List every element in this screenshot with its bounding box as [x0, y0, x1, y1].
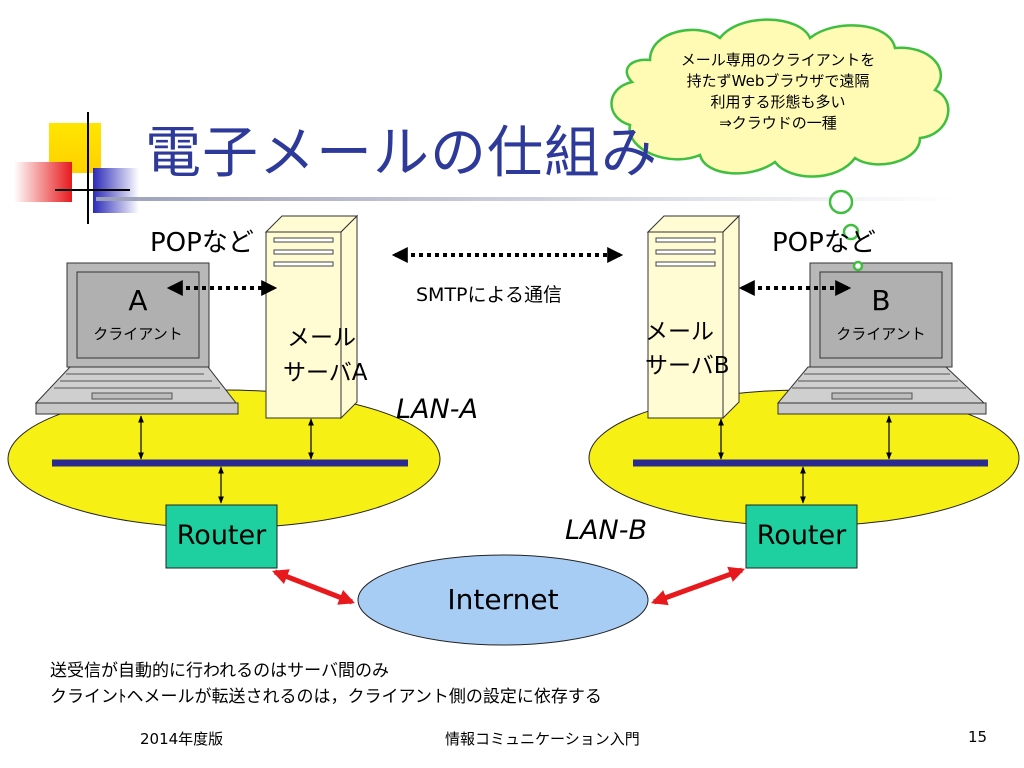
internet-cloud [357, 554, 649, 646]
lan-a-label: LAN-A [396, 394, 478, 425]
router-left-box [165, 504, 278, 569]
red-arrow-right [650, 566, 746, 606]
client-b-label: クライアント [836, 325, 926, 343]
thought-bubble-text: メール専用のクライアントを 持たずWebブラウザで遠隔 利用する形態も多い ⇒ク… [628, 50, 928, 134]
thought-bubble [610, 18, 950, 272]
server-b-label-line1: メール [645, 319, 714, 345]
server-a-icon [264, 214, 359, 420]
client-a-label: クライアント [93, 325, 183, 343]
bubble-line: メール専用のクライアントを [680, 51, 876, 69]
client-a-letter: A [128, 284, 148, 317]
protocol-label-left: POPなど [150, 228, 254, 258]
router-left-label: Router [176, 520, 267, 551]
protocol-label-right: POPなど [772, 228, 876, 258]
note-line-1: 送受信が自動的に行われるのはサーバ間のみ [50, 661, 389, 681]
slide-title: 電子メールの仕組み [145, 121, 658, 186]
router-right-label: Router [756, 520, 847, 551]
client-b-letter: B [871, 284, 891, 317]
laptop-a-icon [34, 262, 239, 415]
server-b-icon [646, 214, 741, 420]
server-a-label-line2: サーバA [283, 360, 368, 386]
bubble-line: 持たずWebブラウザで遠隔 [686, 72, 870, 90]
note-line-2: クラインﾄヘメールが転送されるのは，クライアント側の設定に依存する [50, 687, 602, 707]
router-right-box [745, 504, 858, 569]
red-arrow-left [272, 569, 355, 605]
bubble-line: ⇒クラウドの一種 [719, 114, 837, 132]
decor-squares [14, 112, 956, 224]
laptop-b-icon [776, 262, 987, 415]
smtp-label: SMTPによる通信 [416, 284, 562, 306]
footer-page-number: 15 [968, 728, 988, 746]
server-a-label-line1: メール [287, 325, 356, 351]
server-b-label-line2: サーバB [645, 353, 730, 379]
internet-label: Internet [447, 583, 559, 616]
footer-course-title: 情報コミュニケーション入門 [445, 730, 640, 748]
footer-edition: 2014年度版 [140, 730, 224, 748]
bubble-line: 利用する形態も多い [710, 93, 846, 111]
lan-b-label: LAN-B [565, 515, 647, 546]
